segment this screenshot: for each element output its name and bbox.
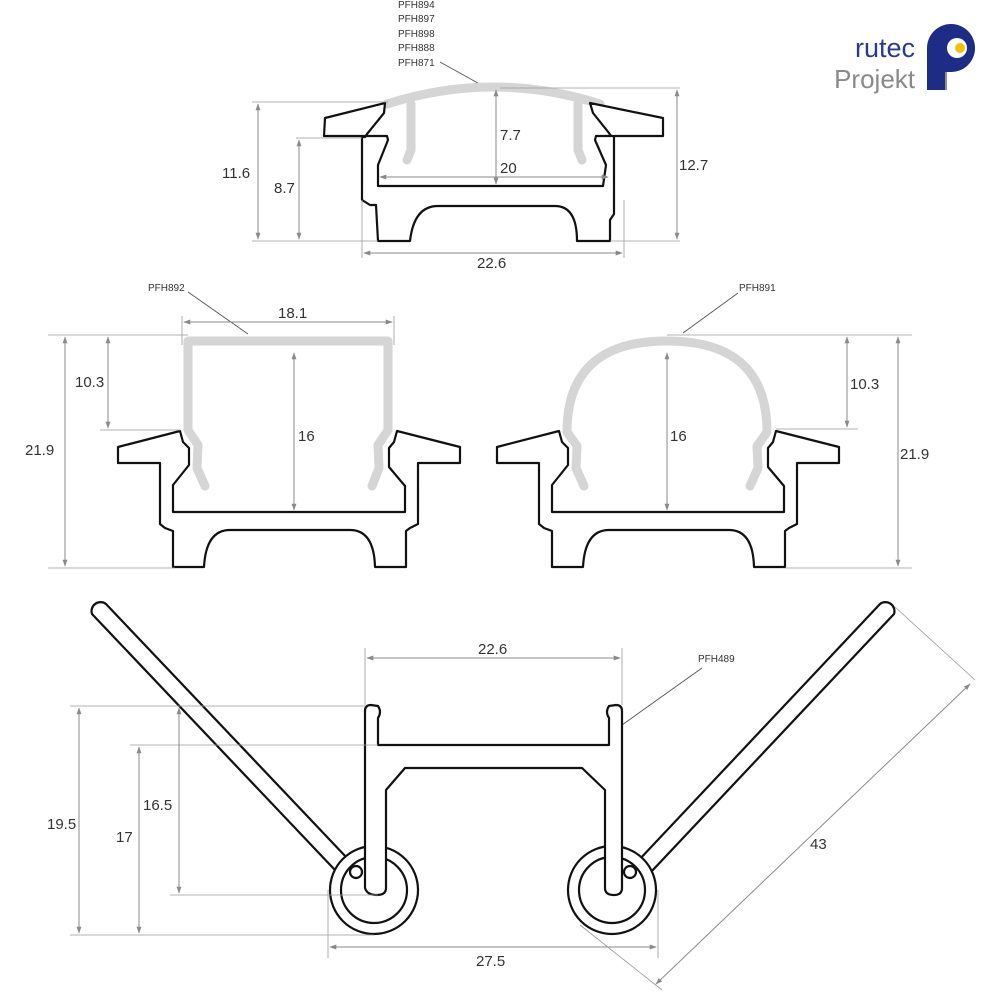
dim-inner-width: 20 <box>500 160 517 177</box>
dim-cover-height: 10.3 <box>850 376 879 393</box>
rutec-projekt-logo: rutec Projekt <box>834 24 976 94</box>
logo-text-rutec: rutec <box>855 33 915 63</box>
dim-top-width: 22.6 <box>478 641 507 658</box>
diffuser-cover <box>562 336 772 437</box>
right-wing <box>620 601 896 891</box>
code-label: PFH891 <box>739 283 776 294</box>
code-label: PFH871 <box>398 58 435 69</box>
dim-total-height: 11.6 <box>222 165 250 182</box>
logo-p-icon <box>927 24 976 90</box>
bottom-profile-drawing: PFH489 19.5 17 16.5 22.6 <box>47 601 976 991</box>
dim-total-height: 21.9 <box>900 446 929 463</box>
aluminium-profile <box>116 429 462 569</box>
code-label: PFH892 <box>148 283 185 294</box>
right-profile-drawing: PFH891 21.9 10.3 16 <box>495 283 929 569</box>
aluminium-profile <box>322 101 665 243</box>
dim-width: 22.6 <box>477 255 506 272</box>
code-label: PFH888 <box>398 43 435 54</box>
dim-total-height: 19.5 <box>47 816 76 833</box>
code-label: PFH894 <box>398 0 435 11</box>
dim-inner-height: 16 <box>670 428 687 445</box>
diffuser-cover <box>183 336 393 435</box>
dim-inner-height: 17 <box>116 829 133 846</box>
aluminium-profile <box>495 429 841 569</box>
diffuser-cover <box>382 82 605 109</box>
dim-base-width: 27.5 <box>476 953 505 970</box>
logo-text-projekt: Projekt <box>834 64 916 94</box>
dim-inner-height: 16 <box>298 428 315 445</box>
dim-cover-height: 7.7 <box>500 127 521 144</box>
code-label: PFH897 <box>398 14 435 25</box>
dim-wall-height: 16.5 <box>143 797 172 814</box>
dim-cover-width: 18.1 <box>278 305 307 322</box>
aluminium-profile <box>363 703 624 897</box>
dim-wing-length: 43 <box>810 836 827 853</box>
top-profile-codes: PFH894 PFH897 PFH898 PFH888 PFH871 <box>398 0 486 88</box>
dim-total-height: 21.9 <box>25 442 54 459</box>
code-label: PFH489 <box>698 654 735 665</box>
dim-outer-height: 12.7 <box>679 157 708 174</box>
left-wing <box>90 601 368 891</box>
top-profile-drawing: PFH894 PFH897 PFH898 PFH888 PFH871 11.6 … <box>222 0 708 272</box>
dim-inner-height: 8.7 <box>274 180 295 197</box>
dim-cover-height: 10.3 <box>75 374 104 391</box>
code-label: PFH898 <box>398 29 435 40</box>
left-profile-drawing: PFH892 21.9 10.3 18.1 16 <box>25 283 462 569</box>
